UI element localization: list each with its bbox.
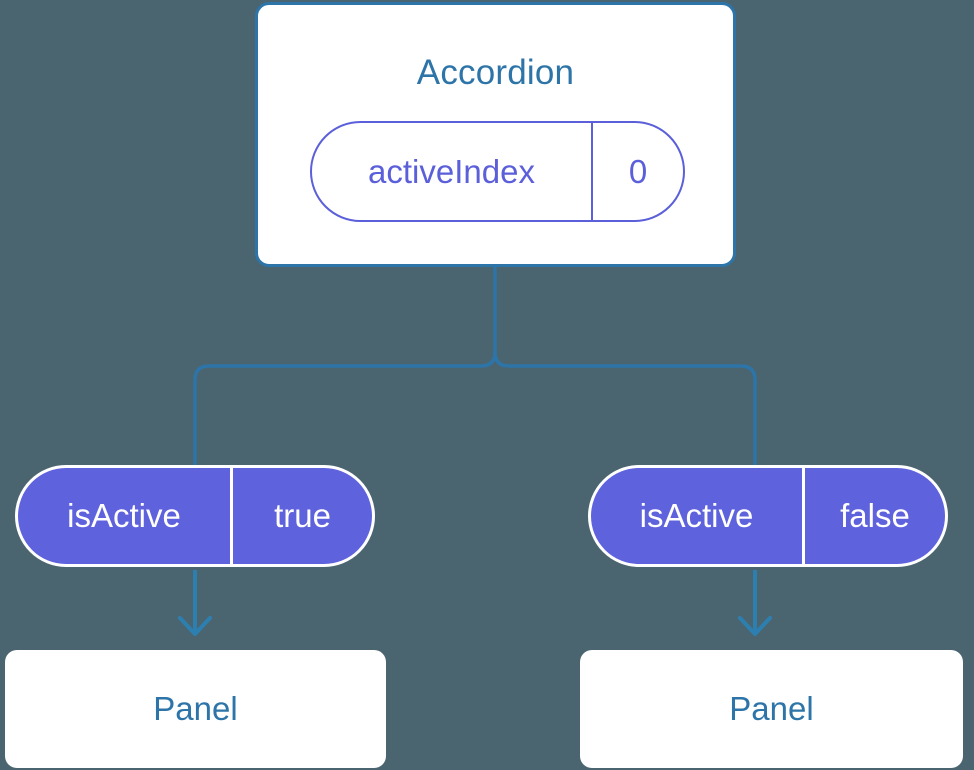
arrow-down-icon-left [178, 570, 212, 636]
state-pill-value: 0 [628, 152, 648, 190]
prop-pill-value-right: false [840, 497, 910, 534]
prop-pill-is-active-right[interactable]: isActive false [588, 465, 948, 567]
panel-node-right[interactable]: Panel [580, 650, 963, 768]
accordion-title: Accordion [416, 53, 575, 92]
branch-line-left [193, 350, 497, 467]
state-pill-key: activeIndex [312, 123, 593, 220]
state-pill-active-index[interactable]: activeIndex 0 [310, 121, 685, 222]
panel-label-left: Panel [153, 690, 238, 727]
arrow-down-icon-right [738, 570, 772, 636]
prop-pill-key-right: isActive [591, 468, 805, 564]
branch-line-right [493, 350, 757, 467]
prop-pill-key-left: isActive [18, 468, 233, 564]
accordion-node[interactable]: Accordion activeIndex 0 [255, 2, 736, 267]
panel-label-right: Panel [729, 690, 814, 727]
panel-node-left[interactable]: Panel [5, 650, 386, 768]
prop-pill-value-left: true [274, 497, 331, 534]
prop-pill-is-active-left[interactable]: isActive true [15, 465, 375, 567]
